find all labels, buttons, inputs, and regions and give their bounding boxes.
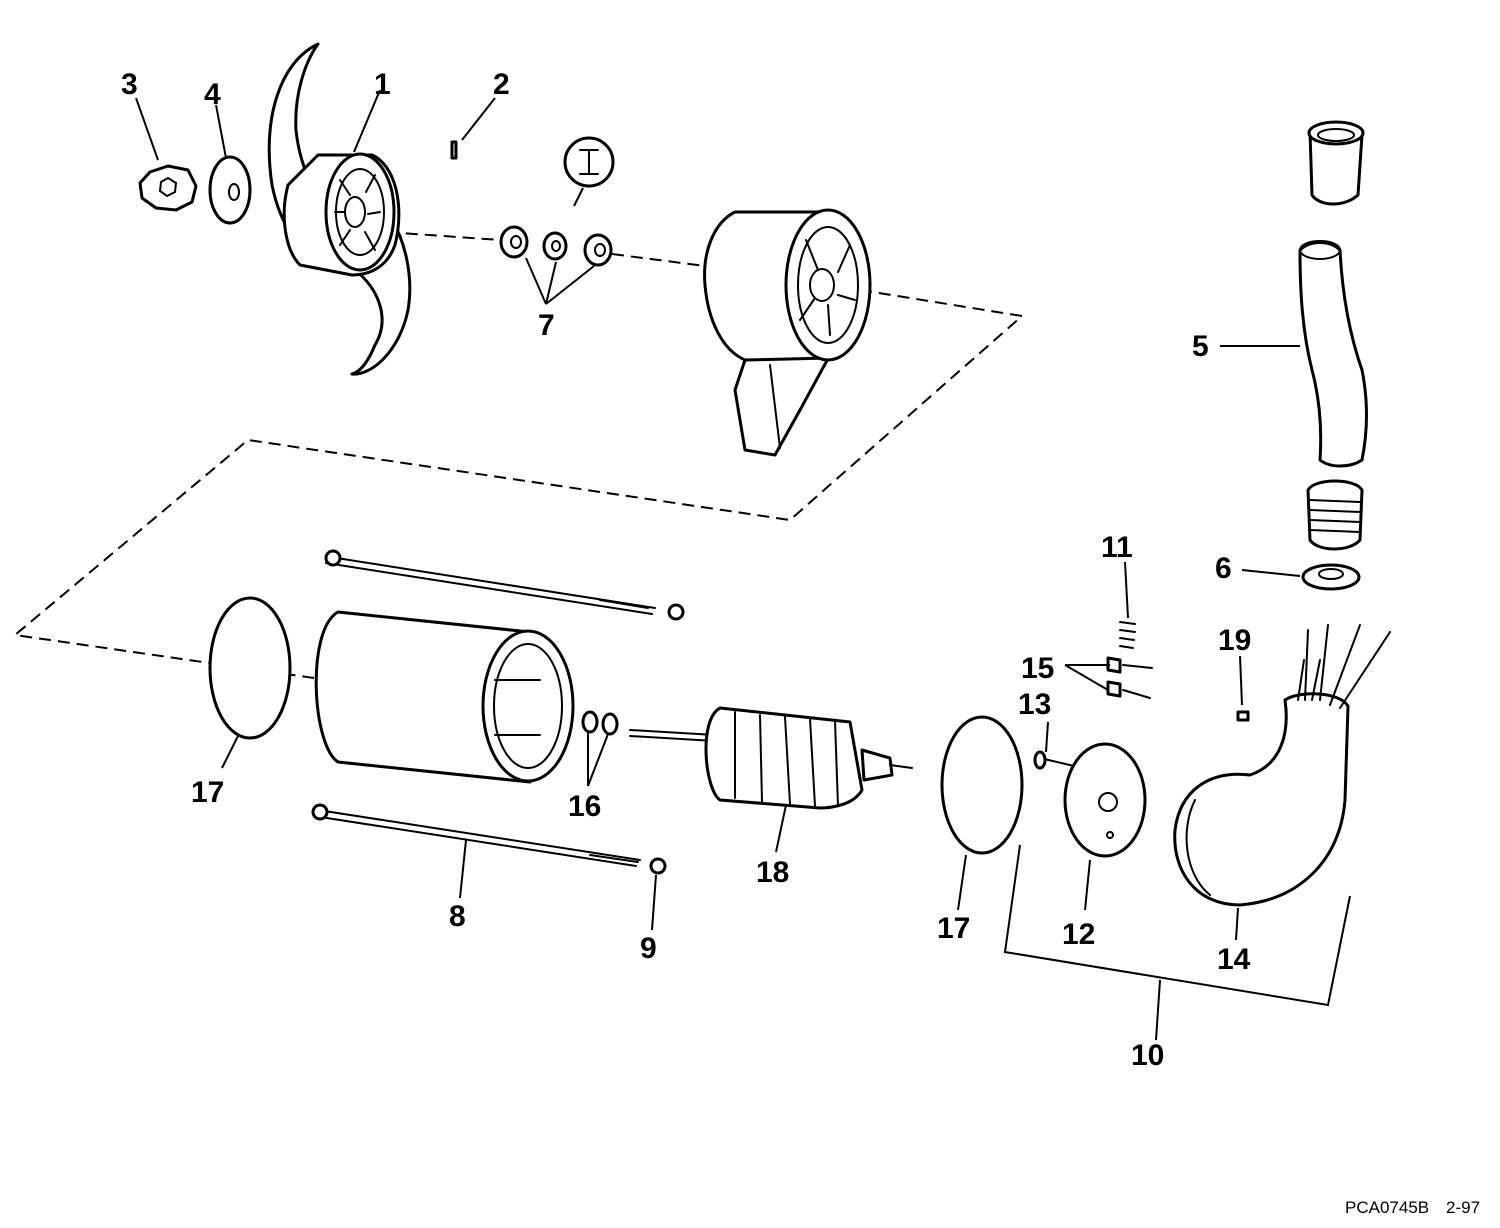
- callout-16: 16: [568, 790, 602, 823]
- callout-7: 7: [538, 309, 555, 342]
- callout-17-left: 17: [191, 776, 225, 809]
- callout-5: 5: [1192, 330, 1209, 363]
- steering-tube-assembly-icon: [1298, 120, 1368, 468]
- lower-unit-housing-icon: [703, 208, 872, 457]
- callout-10: 10: [1131, 1039, 1165, 1072]
- grommet-icon: [1301, 563, 1361, 591]
- callout-19: 19: [1218, 624, 1252, 657]
- callout-2: 2: [493, 68, 510, 101]
- callout-14: 14: [1217, 943, 1251, 976]
- callout-3: 3: [121, 68, 138, 101]
- callout-4: 4: [204, 78, 221, 111]
- callout-11: 11: [1101, 531, 1133, 564]
- rear-housing-icon: [1173, 624, 1391, 907]
- callout-18: 18: [756, 856, 790, 889]
- propeller-washer-icon: [208, 155, 252, 225]
- callout-13: 13: [1018, 688, 1052, 721]
- callout-9: 9: [640, 932, 657, 965]
- end-cap-gasket-icon: [940, 715, 1024, 855]
- propeller-nut-icon: [138, 164, 198, 212]
- kit-indicator-icon: [563, 136, 615, 188]
- threaded-fitting-icon: [1306, 479, 1364, 551]
- through-bolt-icon: [311, 549, 685, 875]
- end-cap-icon: [1063, 742, 1147, 858]
- drawing-date: 2-97: [1446, 1198, 1481, 1217]
- end-cap-screw-icon: [1033, 750, 1075, 770]
- motor-housing-icon: [208, 596, 619, 784]
- callout-1: 1: [374, 68, 391, 101]
- propeller-icon: [267, 42, 412, 376]
- drive-pin-icon: [450, 140, 458, 160]
- bearing-set-icon: [499, 225, 613, 267]
- callout-17-right: 17: [937, 912, 971, 945]
- armature-icon: [629, 706, 913, 810]
- callout-6: 6: [1215, 552, 1232, 585]
- callout-15: 15: [1021, 652, 1055, 685]
- leader-lines: [135, 89, 1351, 1041]
- callout-8: 8: [449, 900, 466, 933]
- drawing-code: PCA0745B: [1345, 1198, 1430, 1217]
- callout-12: 12: [1062, 918, 1096, 951]
